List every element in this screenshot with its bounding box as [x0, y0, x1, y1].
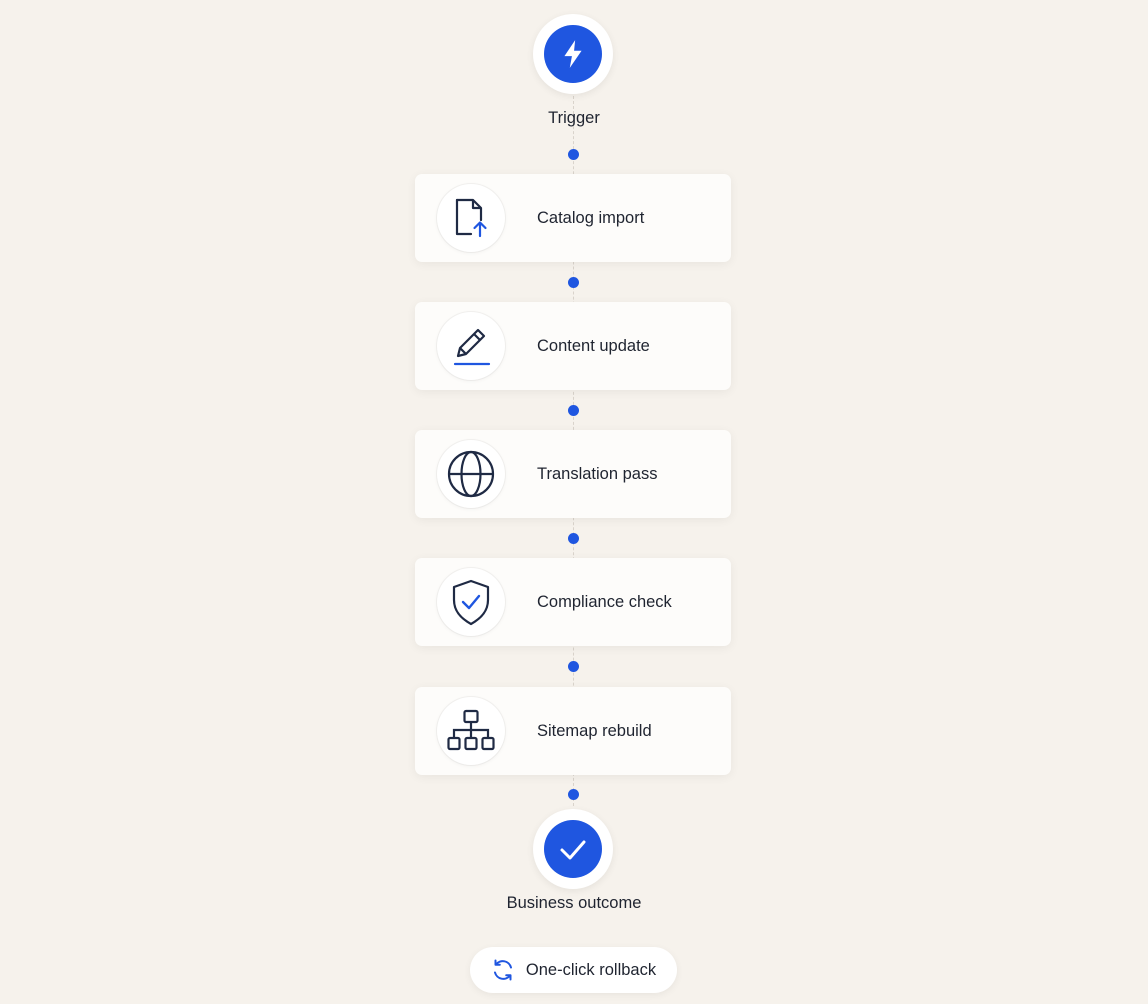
step-icon-badge [437, 697, 505, 765]
outcome-node-badge [544, 820, 602, 878]
step-icon-badge [437, 184, 505, 252]
step-card-catalog-import[interactable]: Catalog import [415, 174, 731, 262]
pencil-icon [453, 328, 491, 366]
step-card-content-update[interactable]: Content update [415, 302, 731, 390]
step-label: Translation pass [537, 465, 658, 483]
step-label: Compliance check [537, 593, 672, 611]
step-icon-badge [437, 568, 505, 636]
shield-check-icon [452, 579, 490, 626]
trigger-label: Trigger [548, 109, 600, 127]
connector-dot [568, 533, 579, 544]
step-card-compliance-check[interactable]: Compliance check [415, 558, 731, 646]
lightning-bolt-icon [564, 40, 582, 68]
refresh-icon [493, 959, 512, 981]
connector-dot [568, 277, 579, 288]
sitemap-icon [447, 709, 495, 751]
step-icon-badge [437, 312, 505, 380]
step-card-sitemap-rebuild[interactable]: Sitemap rebuild [415, 687, 731, 775]
trigger-node[interactable] [533, 14, 613, 94]
connector-dot [568, 789, 579, 800]
connector-dot [568, 661, 579, 672]
step-card-translation-pass[interactable]: Translation pass [415, 430, 731, 518]
trigger-node-badge [544, 25, 602, 83]
rollback-label: One-click rollback [525, 960, 657, 979]
connector-dot [568, 405, 579, 416]
outcome-label: Business outcome [506, 894, 642, 912]
file-upload-icon [455, 198, 487, 238]
connector-dot [568, 149, 579, 160]
step-icon-badge [437, 440, 505, 508]
rollback-button[interactable]: One-click rollback [470, 947, 677, 993]
step-label: Sitemap rebuild [537, 722, 652, 740]
step-label: Content update [537, 337, 650, 355]
outcome-node[interactable] [533, 809, 613, 889]
globe-icon [447, 450, 495, 498]
step-label: Catalog import [537, 209, 645, 227]
checkmark-icon [560, 840, 586, 860]
